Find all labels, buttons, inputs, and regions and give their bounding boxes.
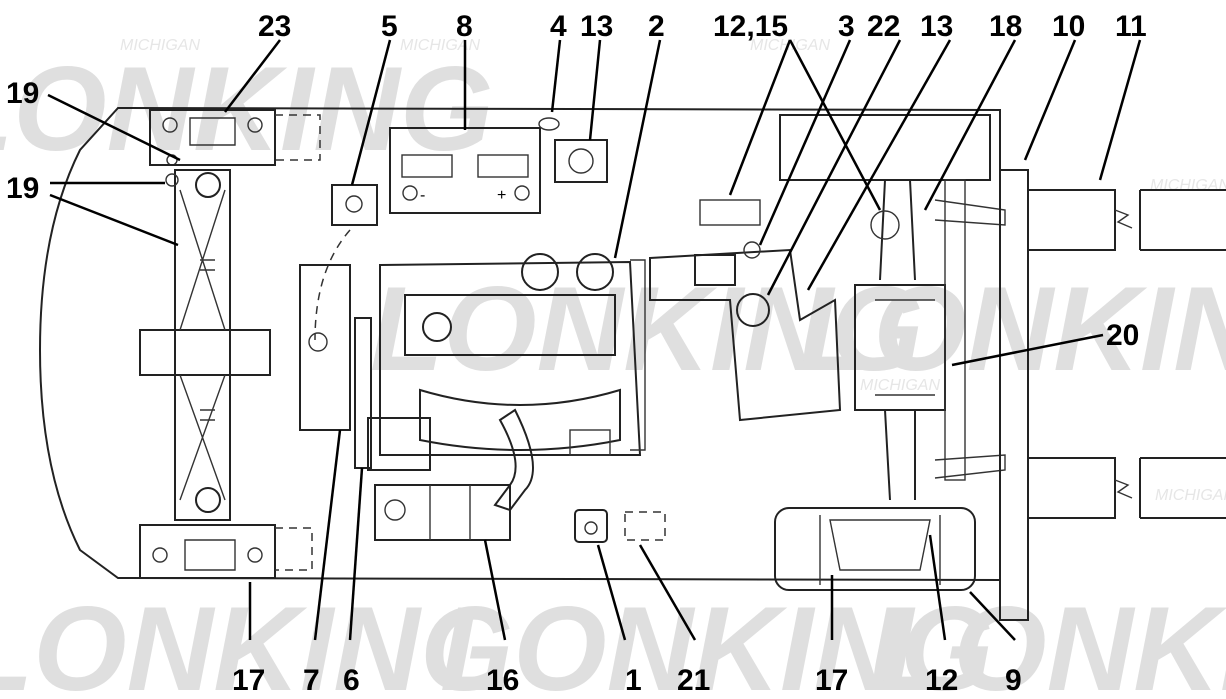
callout-12: 12 bbox=[925, 664, 958, 697]
brake-fluid-reservoir bbox=[554, 139, 608, 183]
watermark-sub: MICHIGAN bbox=[1150, 177, 1226, 194]
watermark-layer: LONKING LONKING LONKING LONKING LONKING … bbox=[0, 37, 1226, 699]
callout-12-15: 12,15 bbox=[713, 10, 788, 43]
callout-14: 13 bbox=[580, 10, 613, 43]
rear-wheel-bottom bbox=[139, 524, 313, 579]
callout-13: 13 bbox=[920, 10, 953, 43]
watermark-logo: LONKING bbox=[370, 262, 923, 396]
callout-5: 5 bbox=[381, 10, 398, 43]
drive-axle bbox=[779, 114, 1006, 501]
callout-4: 4 bbox=[550, 10, 567, 43]
callout-19-top: 19 bbox=[6, 77, 39, 110]
chassis-outline bbox=[38, 106, 1001, 582]
key-switch bbox=[574, 509, 608, 543]
watermark-sub: MICHIGAN bbox=[1155, 487, 1226, 504]
transmission bbox=[649, 199, 842, 422]
callout-16: 16 bbox=[486, 664, 519, 697]
callout-labels: 23 5 8 4 13 2 12,15 3 22 13 18 10 11 19 … bbox=[6, 10, 1147, 697]
fuel-cap bbox=[538, 117, 560, 131]
callout-23: 23 bbox=[258, 10, 291, 43]
callout-9: 9 bbox=[1005, 664, 1022, 697]
air-cleaner bbox=[374, 484, 511, 541]
callout-2: 2 bbox=[648, 10, 665, 43]
callout-22: 22 bbox=[867, 10, 900, 43]
callout-6: 6 bbox=[343, 664, 360, 697]
front-wheel bbox=[774, 507, 976, 591]
callout-18: 18 bbox=[989, 10, 1022, 43]
radiator-cap-box bbox=[331, 184, 378, 226]
radiator bbox=[299, 229, 372, 469]
watermark-sub: MICHIGAN bbox=[120, 37, 200, 54]
callout-10: 10 bbox=[1052, 10, 1085, 43]
battery-minus-label: - bbox=[420, 187, 425, 204]
fork-top bbox=[1028, 189, 1226, 251]
callout-17-right: 17 bbox=[815, 664, 848, 697]
callout-8: 8 bbox=[456, 10, 473, 43]
battery-plus-label: + bbox=[497, 187, 506, 204]
callout-1: 1 bbox=[625, 664, 642, 697]
callout-17-left: 17 bbox=[232, 664, 265, 697]
watermark-logo: LONKING bbox=[440, 582, 993, 699]
callout-19-bottom: 19 bbox=[6, 172, 39, 205]
watermark-sub: MICHIGAN bbox=[750, 37, 830, 54]
hidden-component-box bbox=[624, 511, 666, 541]
callout-21: 21 bbox=[677, 664, 710, 697]
mast bbox=[999, 169, 1029, 621]
engine bbox=[367, 253, 646, 512]
watermark-sub: MICHIGAN bbox=[400, 37, 480, 54]
watermark-logo: LONKING bbox=[800, 262, 1226, 396]
fork-bottom bbox=[1028, 457, 1226, 519]
callout-20: 20 bbox=[1106, 319, 1139, 352]
watermark-logo: LONKING bbox=[880, 582, 1226, 699]
rear-wheel-top bbox=[149, 109, 321, 166]
watermark-sub: MICHIGAN bbox=[860, 377, 940, 394]
steer-axle bbox=[139, 154, 271, 521]
callout-3: 3 bbox=[838, 10, 855, 43]
callout-7: 7 bbox=[303, 664, 320, 697]
watermark-logo: LONKING bbox=[0, 582, 513, 699]
callout-11: 11 bbox=[1115, 10, 1147, 43]
leader-lines bbox=[47, 39, 1142, 641]
